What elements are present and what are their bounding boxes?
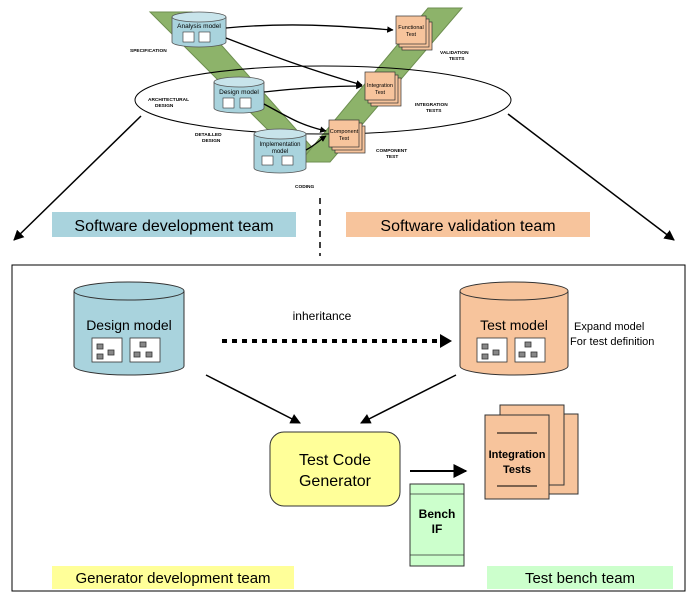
team-bench-box [487, 566, 673, 589]
analysis-model-cylinder: Analysis model [171, 11, 227, 48]
component-test-doc: Component Test [328, 119, 366, 154]
implementation-model-label-2: model [272, 149, 288, 155]
team-gen-label: Generator development team [75, 570, 270, 587]
phase-architectural-1: ARCHITECTURAL [148, 97, 189, 103]
diagram-icon [182, 31, 195, 43]
integration-test-label-1: Integration [367, 83, 393, 89]
design-model-cylinder-small: Design model [213, 76, 265, 114]
phase-architectural-2: DESIGN [155, 103, 174, 109]
diagram-icon [281, 155, 294, 166]
phase-integration-2: TESTS [426, 108, 442, 114]
expand-note-1: Expand model [574, 321, 644, 333]
team-dev-box [52, 212, 296, 237]
team-gen-box [52, 566, 294, 589]
functional-test-doc: Functional Test [395, 15, 433, 51]
phase-component-2: TEST [386, 154, 398, 160]
test-code-generator-box [269, 431, 401, 507]
phase-coding: CODING [295, 184, 314, 190]
v-model-arrows [225, 24, 394, 151]
implementation-model-label-1: Implementation [259, 142, 300, 148]
team-val-box [346, 212, 590, 237]
test-model-label: Test model [480, 317, 548, 333]
inheritance-arrowhead [440, 334, 452, 348]
diagram-icon [222, 97, 235, 109]
phase-component-1: COMPONENT [376, 148, 407, 154]
functional-test-label-1: Functional [398, 25, 423, 31]
expand-note-2: For test definition [570, 336, 654, 348]
phase-detailed-1: DETAILLED [195, 132, 222, 138]
generator-label-1: Test Code [299, 452, 371, 469]
phase-validation-2: TESTS [449, 56, 465, 62]
bench-if-label-1: Bench [419, 507, 456, 521]
integration-tests-label-1: Integration [489, 449, 546, 461]
inheritance-label: inheritance [293, 309, 352, 323]
diagram-icon [261, 155, 274, 166]
team-bench-label: Test bench team [525, 570, 635, 587]
phase-specification: SPECIFICATION [130, 48, 167, 54]
arrow-to-dev [13, 115, 142, 241]
class-diagram-icon [91, 337, 123, 363]
design-model-small-label: Design model [219, 89, 259, 96]
implementation-model-cylinder: Implementation model [253, 128, 307, 174]
bench-if-label-2: IF [432, 522, 443, 536]
phase-detailed-2: DESIGN [202, 138, 221, 144]
diagram-icon [198, 31, 211, 43]
component-test-label-1: Component [330, 129, 359, 135]
team-dev-label: Software development team [74, 218, 273, 235]
phase-labels: SPECIFICATION ARCHITECTURAL DESIGN DETAI… [130, 48, 469, 190]
functional-test-label-2: Test [406, 32, 417, 38]
diagram-icon [239, 97, 252, 109]
integration-level-ellipse [134, 65, 512, 135]
design-model-cylinder: Design model [73, 281, 185, 376]
design-model-label: Design model [86, 317, 172, 333]
phase-integration-1: INTEGRATION [415, 102, 448, 108]
bench-if-box [409, 483, 465, 567]
integration-tests-doc: Integration Tests [484, 404, 579, 500]
phase-validation-1: VALIDATION [440, 50, 469, 56]
arrow-to-val [507, 113, 675, 241]
integration-test-doc: Integration Test [364, 71, 402, 107]
arrow-design-to-generator [205, 374, 301, 424]
integration-test-label-2: Test [375, 90, 386, 96]
integration-tests-label-2: Tests [503, 464, 531, 476]
test-model-cylinder: Test model [459, 281, 569, 376]
generator-label-2: Generator [299, 473, 372, 490]
component-test-label-2: Test [339, 136, 350, 142]
analysis-model-label: Analysis model [177, 23, 221, 30]
class-diagram-icon [476, 337, 508, 363]
team-val-label: Software validation team [380, 218, 555, 235]
arrow-test-to-generator [360, 374, 457, 424]
